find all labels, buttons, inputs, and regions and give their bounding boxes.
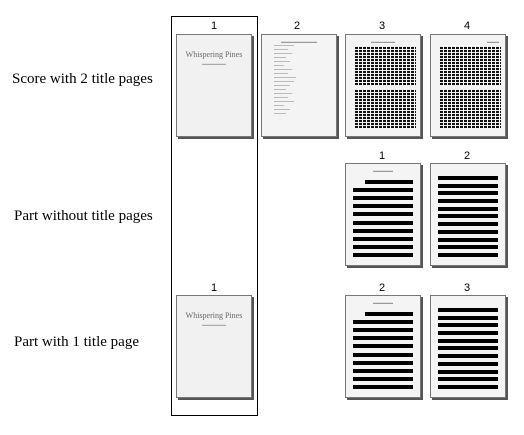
page-title-text: Whispering Pines: [185, 50, 243, 59]
page-number: 1: [378, 150, 386, 162]
page-mini-heading: ▬▬▬: [487, 39, 499, 44]
title-page-column-frame: [171, 16, 258, 416]
page-mini-heading: ▬▬▬▬▬▬▬▬▬: [281, 39, 317, 44]
page-mini-heading: ▬▬▬▬▬▬: [371, 39, 395, 44]
page-number: 1: [210, 282, 218, 294]
score-title-page: Whispering Pines ▬▬▬▬▬▬: [176, 34, 252, 137]
part-staves: [438, 176, 498, 257]
part-music-page: [430, 295, 506, 398]
row-label-part-no-title: Part without title pages: [14, 208, 153, 224]
part-title-page: Whispering Pines ▬▬▬▬▬▬: [176, 295, 252, 398]
score-music-page: ▬▬▬▬▬▬: [345, 34, 421, 137]
score-systems: [440, 46, 501, 130]
page-number: 1: [210, 20, 218, 32]
contents-list: [274, 45, 322, 130]
page-number: 4: [463, 20, 471, 32]
part-staves: [438, 308, 498, 389]
row-label-score: Score with 2 title pages: [12, 71, 153, 87]
page-number: 2: [293, 20, 301, 32]
page-mini-heading: ▬▬▬▬▬: [373, 168, 393, 173]
page-subtitle-text: ▬▬▬▬▬▬: [202, 61, 226, 66]
score-contents-page: ▬▬▬▬▬▬▬▬▬: [261, 34, 337, 137]
part-music-page: ▬▬▬▬▬: [345, 163, 421, 266]
page-number: 2: [463, 150, 471, 162]
row-label-part-one-title: Part with 1 title page: [14, 334, 139, 350]
part-music-page: ▬▬▬▬▬: [345, 295, 421, 398]
page-number: 3: [463, 282, 471, 294]
page-subtitle-text: ▬▬▬▬▬▬: [202, 322, 226, 327]
page-mini-heading: ▬▬▬▬▬: [373, 300, 393, 305]
part-music-page: [430, 163, 506, 266]
part-staves: [353, 312, 413, 389]
part-staves: [353, 180, 413, 257]
page-title-text: Whispering Pines: [185, 311, 243, 320]
page-number: 3: [378, 20, 386, 32]
page-number: 2: [378, 282, 386, 294]
score-music-page: ▬▬▬: [430, 34, 506, 137]
score-systems: [355, 46, 416, 130]
